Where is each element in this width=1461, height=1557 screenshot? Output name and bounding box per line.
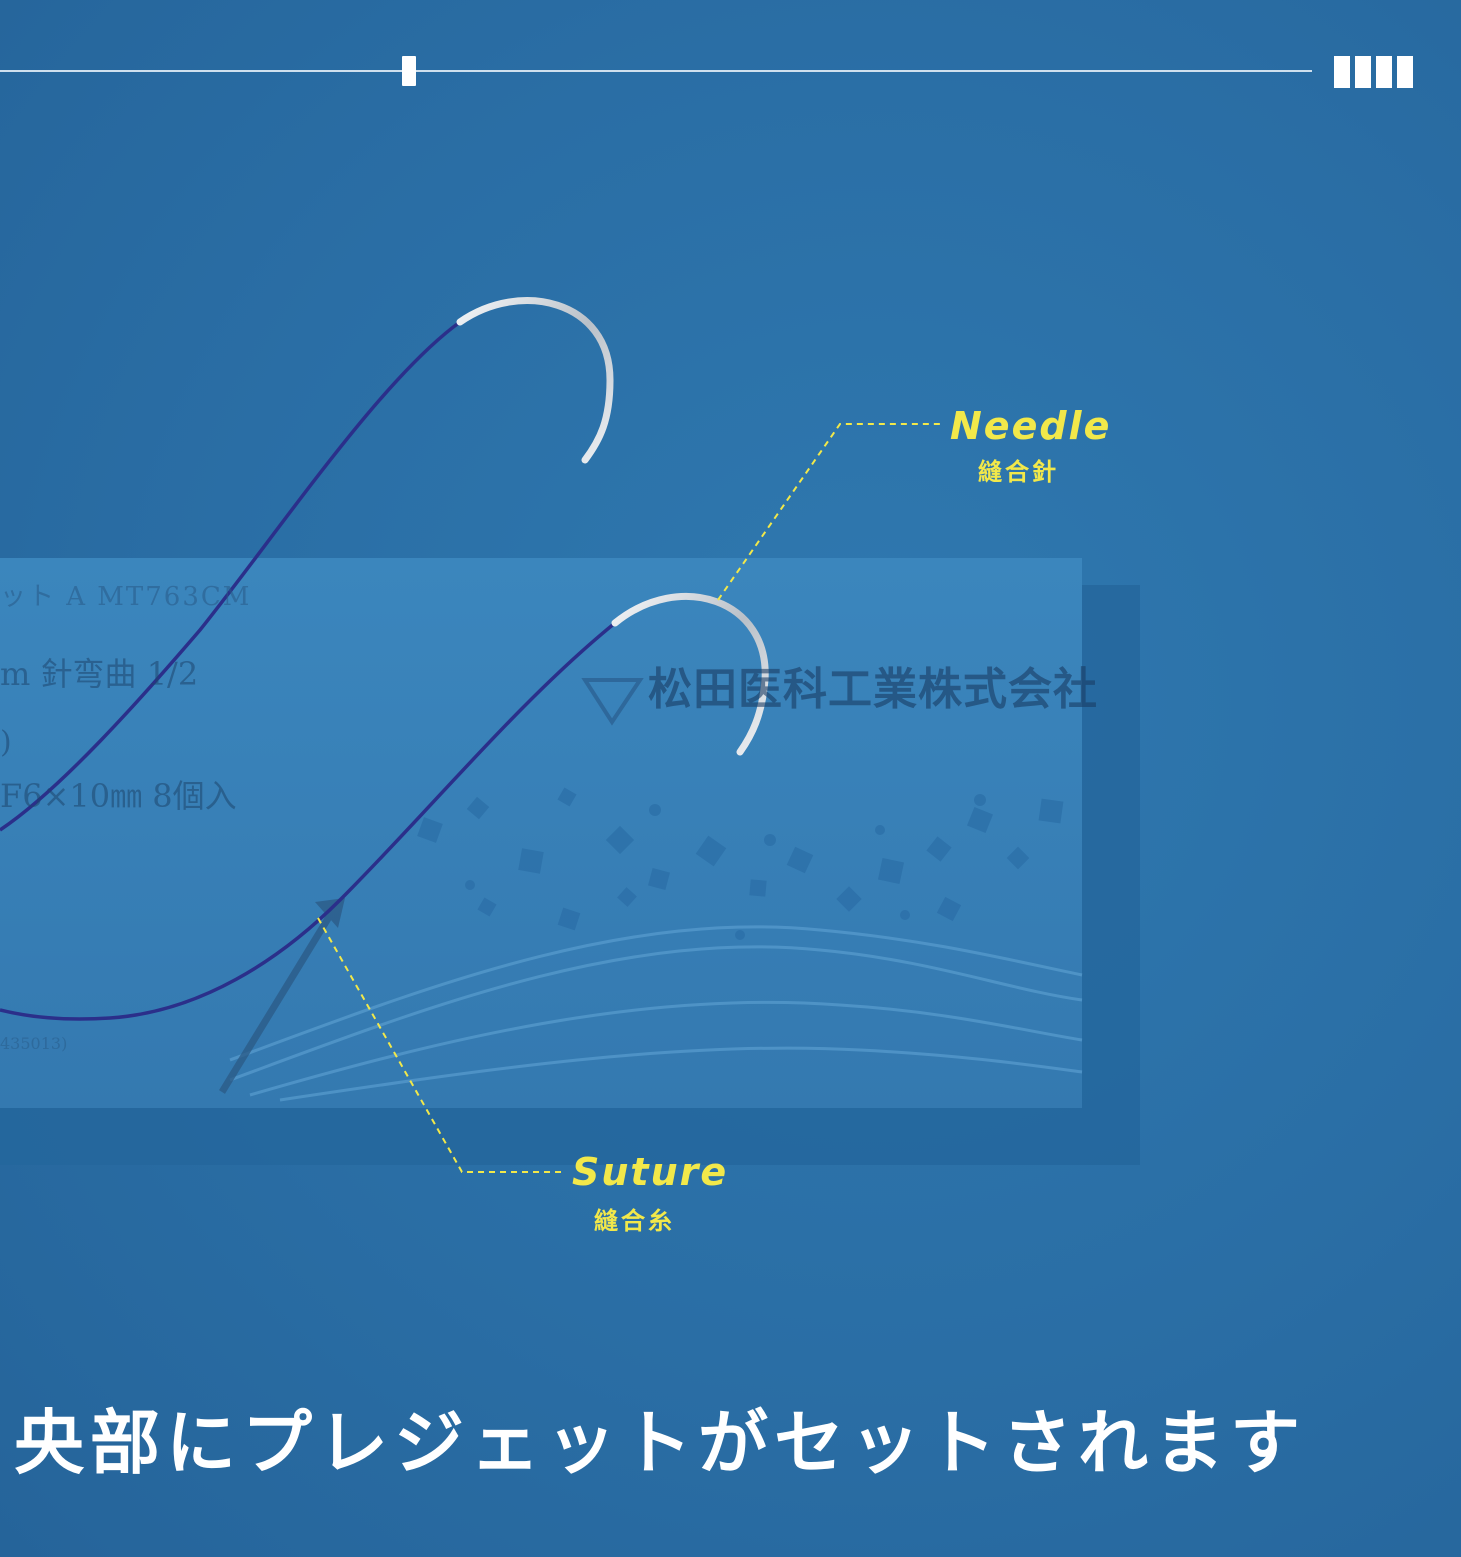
suture-thread — [0, 621, 617, 1021]
suture-label-ja: 縫合糸 — [594, 1207, 675, 1235]
progress-line — [0, 70, 1312, 72]
caption: 央部にプレジェットがセットされます — [14, 1402, 1306, 1484]
package-text-line: m 針弯曲 1/2 — [0, 655, 199, 693]
needle-label-ja: 縫合針 — [978, 458, 1059, 486]
package-text-line: F6×10㎜ 8個入 — [0, 777, 237, 815]
needle-label: Needle — [950, 404, 1112, 448]
pledget-arrow — [219, 898, 345, 1094]
step-block — [1334, 56, 1350, 88]
needle-lower — [611, 592, 769, 756]
package-pattern — [417, 787, 1064, 940]
package-text-line: ット A MT763CM — [0, 582, 252, 612]
needle-upper — [456, 297, 614, 464]
step-block — [1355, 56, 1371, 88]
package-text-line: ) — [0, 725, 12, 760]
brand-name: 松田医科工業株式会社 — [648, 664, 1098, 715]
package-text-line: 435013) — [0, 1034, 68, 1053]
suture-thread-upper — [0, 320, 462, 832]
brand-logo — [581, 678, 644, 726]
suture-leader — [317, 917, 562, 1173]
needle-leader — [717, 423, 940, 601]
step-indicator — [1334, 56, 1413, 88]
step-block — [1397, 56, 1413, 88]
progress-marker — [402, 56, 416, 86]
package-waves — [229, 925, 1083, 1102]
package-card — [0, 558, 1082, 1108]
step-block — [1376, 56, 1392, 88]
suture-label: Suture — [572, 1150, 729, 1194]
